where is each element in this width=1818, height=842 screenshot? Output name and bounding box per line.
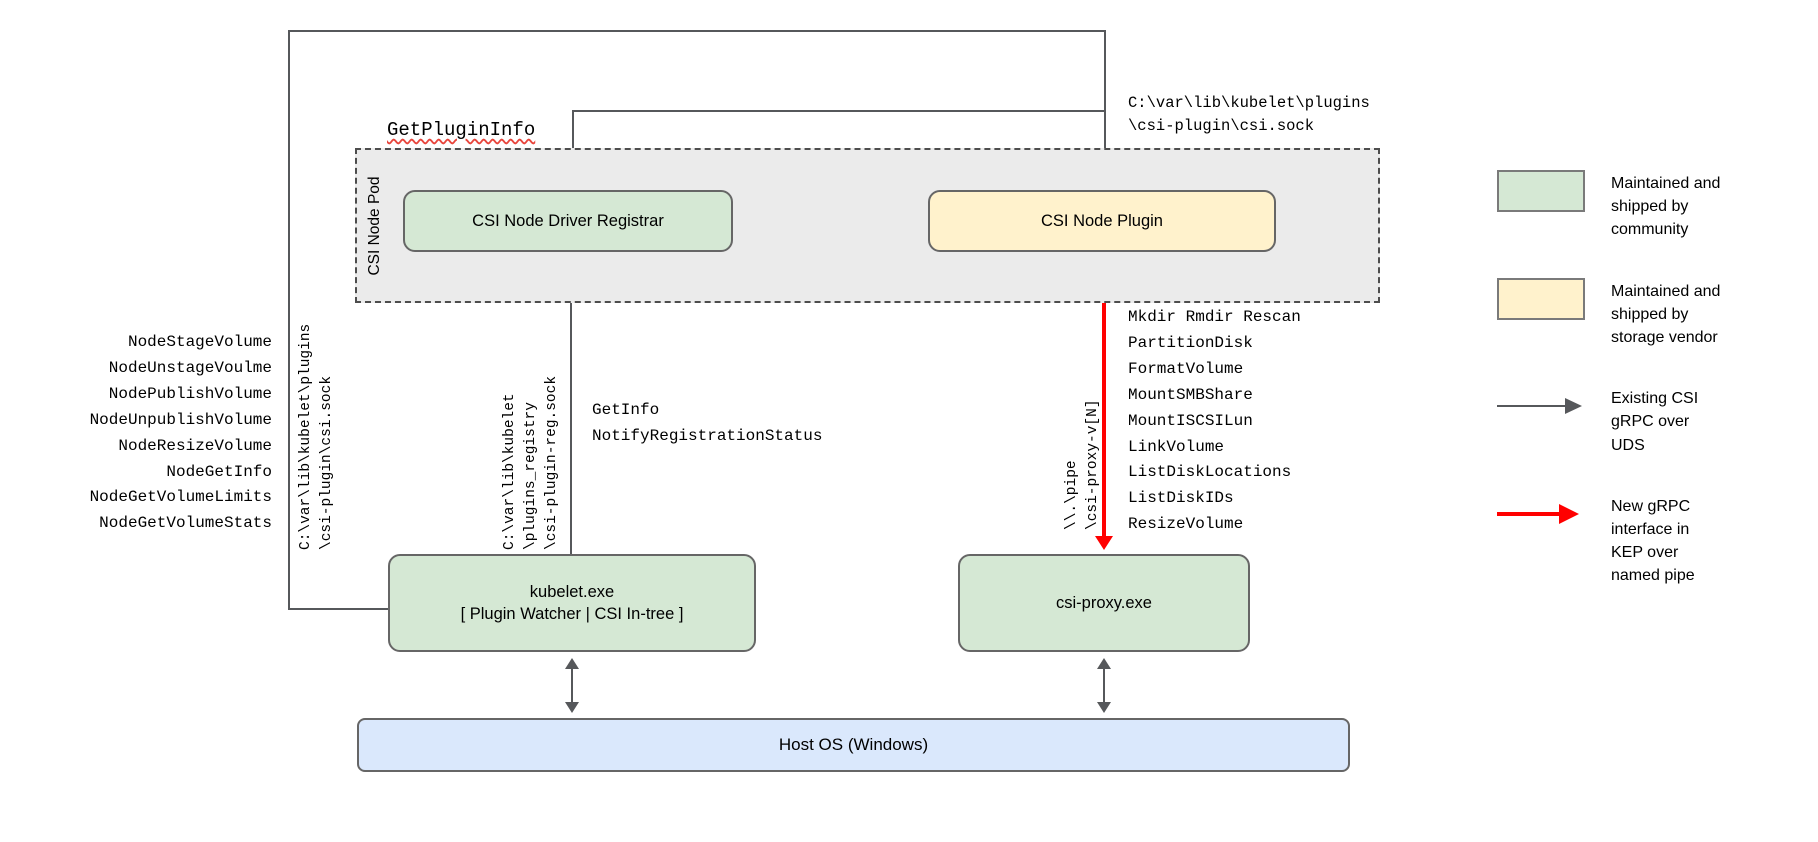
label-named-pipe-vertical: \\.\pipe \csi-proxy-v[N] <box>1064 399 1102 530</box>
csi-node-pod-label-text: CSI Node Pod <box>366 176 383 276</box>
arrowhead-proxy-to-hostos <box>1097 702 1111 713</box>
node-kubelet-exe[interactable]: kubelet.exe [ Plugin Watcher | CSI In-tr… <box>388 554 756 652</box>
label-csi-sock-path-vertical: C:\var\lib\kubelet\plugins \csi-plugin\c… <box>298 323 336 550</box>
label-csi-node-calls: NodeStageVolume NodeUnstageVoulme NodePu… <box>89 333 272 533</box>
arrowhead-kubelet-to-hostos <box>565 702 579 713</box>
legend-arrow-red-icon <box>1497 493 1585 535</box>
connector-kubelet-left-vertical <box>288 30 290 610</box>
legend-swatch-yellow-icon <box>1497 277 1585 320</box>
connector-proxy-hostos <box>1103 662 1105 708</box>
node-kubelet-exe-label: kubelet.exe <box>529 582 615 601</box>
legend-item-existing-csi: Existing CSI gRPC over UDS <box>1497 385 1807 457</box>
connector-getplugininfo-horizontal <box>572 110 1106 112</box>
label-plugin-socket-path: C:\var\lib\kubelet\plugins \csi-plugin\c… <box>1128 94 1370 136</box>
node-csi-node-driver-registrar[interactable]: CSI Node Driver Registrar <box>403 190 733 252</box>
label-registration-calls: GetInfo NotifyRegistrationStatus <box>592 401 823 445</box>
legend-arrow-red-head <box>1559 503 1579 524</box>
legend-arrow-gray-head <box>1565 398 1582 415</box>
arrowhead-into-csi-proxy <box>1095 536 1113 550</box>
node-host-os[interactable]: Host OS (Windows) <box>357 718 1350 772</box>
arrowhead-hostos-to-proxy <box>1097 658 1111 669</box>
connector-kubelet-left-top <box>288 30 1106 32</box>
legend-arrow-gray-shaft <box>1497 405 1567 408</box>
connector-kubelet-hostos <box>571 662 573 708</box>
legend: Maintained and shipped by community Main… <box>1497 170 1807 623</box>
connector-kubelet-left-bottom <box>288 608 390 610</box>
legend-item-community-text: Maintained and shipped by community <box>1611 175 1721 239</box>
legend-item-new-grpc-text: New gRPC interface in KEP over named pip… <box>1611 497 1695 585</box>
node-csi-proxy-exe-label: csi-proxy.exe <box>1056 593 1152 612</box>
label-registry-sock-path-vertical: C:\var\lib\kubelet \plugins_registry \cs… <box>502 375 561 550</box>
node-host-os-label: Host OS (Windows) <box>778 734 929 754</box>
connector-registrar-kubelet <box>570 262 572 554</box>
label-csi-proxy-api-calls: Mkdir Rmdir Rescan PartitionDisk FormatV… <box>1128 308 1301 534</box>
legend-item-new-grpc: New gRPC interface in KEP over named pip… <box>1497 493 1807 588</box>
legend-item-storage-vendor: Maintained and shipped by storage vendor <box>1497 277 1807 350</box>
node-csi-node-driver-registrar-label: CSI Node Driver Registrar <box>472 211 664 230</box>
csi-node-pod-label: CSI Node Pod <box>366 28 388 275</box>
connector-plugin-down-vertical <box>1104 30 1106 185</box>
node-csi-node-plugin[interactable]: CSI Node Plugin <box>928 190 1276 252</box>
node-kubelet-exe-sublabel: [ Plugin Watcher | CSI In-tree ] <box>460 605 684 623</box>
legend-item-community: Maintained and shipped by community <box>1497 170 1807 242</box>
connector-plugin-to-proxy-red <box>1102 252 1106 540</box>
label-get-plugin-info: GetPluginInfo <box>387 119 536 141</box>
legend-arrow-red-shaft <box>1497 511 1563 516</box>
node-csi-proxy-exe[interactable]: csi-proxy.exe <box>958 554 1250 652</box>
node-csi-node-plugin-label: CSI Node Plugin <box>1041 211 1163 230</box>
legend-item-existing-csi-text: Existing CSI gRPC over UDS <box>1611 390 1699 454</box>
legend-item-storage-vendor-text: Maintained and shipped by storage vendor <box>1611 282 1721 346</box>
legend-arrow-gray-icon <box>1497 385 1585 427</box>
legend-swatch-green-icon <box>1497 170 1585 212</box>
arrowhead-hostos-to-kubelet <box>565 658 579 669</box>
